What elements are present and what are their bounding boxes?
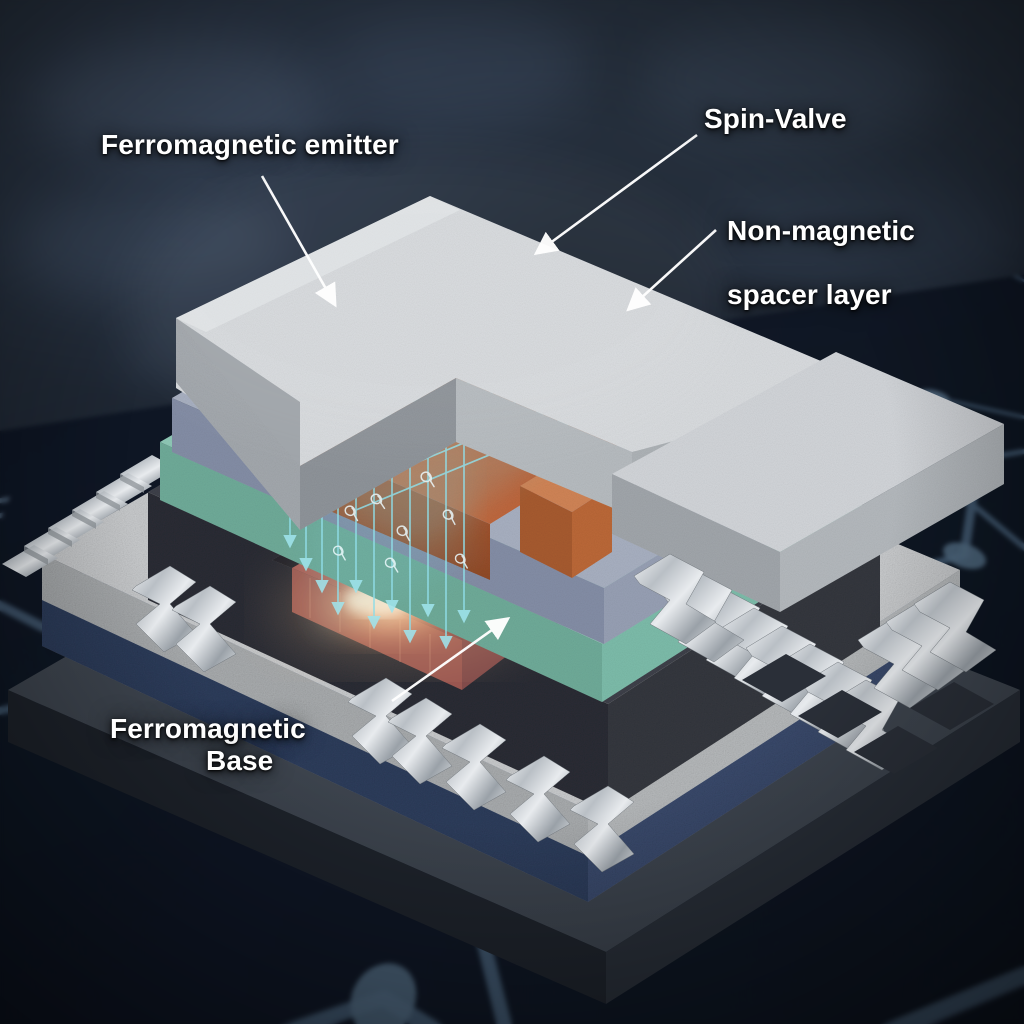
device-illustration xyxy=(2,133,1020,1004)
